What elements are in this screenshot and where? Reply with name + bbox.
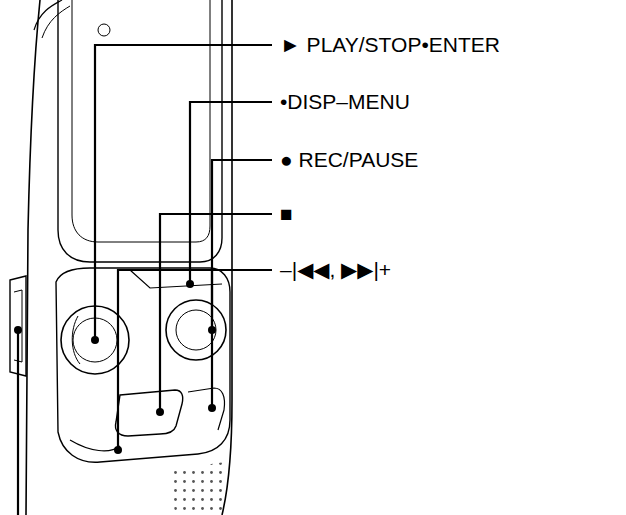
leader-dots xyxy=(14,280,216,454)
callout-label: ► PLAY/STOP•ENTER xyxy=(278,33,502,56)
leader-lines xyxy=(18,45,272,515)
callout-label: –|◀◀, ▶▶|+ xyxy=(278,258,393,281)
callout-label: •DISP–MENU xyxy=(278,90,412,113)
speaker-grille xyxy=(170,462,225,515)
callout-label: ■ xyxy=(278,202,295,225)
recorder-body xyxy=(10,0,232,515)
callout-label: ● REC/PAUSE xyxy=(278,148,420,171)
